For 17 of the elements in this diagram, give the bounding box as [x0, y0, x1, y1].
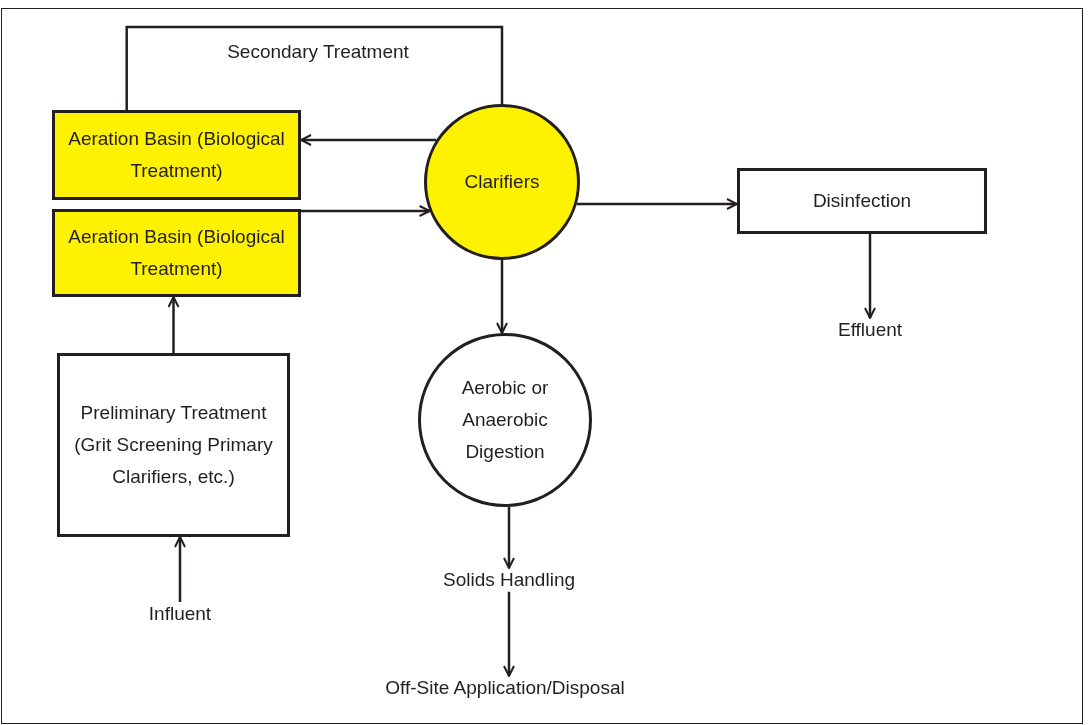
output-label: Effluent [837, 318, 903, 342]
process-box: Aeration Basin (Biological Treatment) [52, 110, 301, 200]
arrow [174, 536, 186, 602]
arrow [167, 296, 180, 353]
connector-line [125, 25, 504, 110]
arrow [496, 260, 508, 335]
arrow [503, 506, 515, 569]
arrow [503, 591, 515, 677]
arrow [300, 134, 437, 146]
stage-label: Solids Handling [443, 568, 575, 592]
arrow [864, 234, 876, 319]
process-box: Aeration Basin (Biological Treatment) [52, 209, 301, 297]
process-box: Disinfection [737, 168, 987, 234]
input-label: Influent [148, 602, 212, 626]
stage-label: Off-Site Application/Disposal [385, 676, 625, 700]
process-box: Preliminary Treatment (Grit Screening Primary Clarifiers, etc.) [57, 353, 290, 537]
arrow [301, 205, 431, 217]
